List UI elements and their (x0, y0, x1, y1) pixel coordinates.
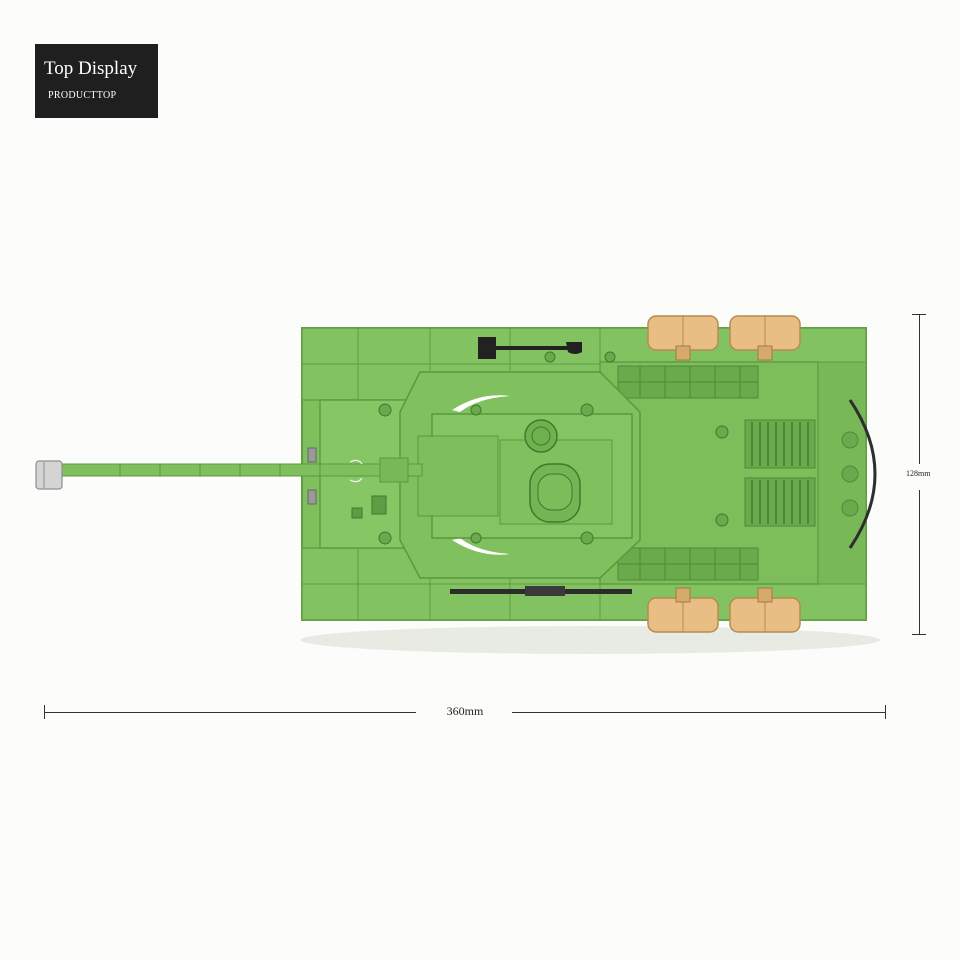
rear-vents (744, 419, 816, 527)
length-line-right (512, 712, 886, 713)
barrel-sleeve (379, 457, 409, 483)
hull-markings (349, 459, 363, 483)
front-lights (307, 447, 317, 505)
muzzle-brake (35, 460, 63, 490)
width-tick-bottom (912, 634, 926, 635)
length-line-left (44, 712, 416, 713)
badge-title: Top Display (44, 58, 138, 79)
grille-slats (618, 366, 758, 580)
crowbar-clamp (525, 586, 565, 596)
turret-highlight-top (452, 395, 510, 412)
fuel-drums-bottom (647, 587, 801, 633)
barrel-joints (119, 464, 321, 476)
fuel-drums-top (647, 315, 801, 361)
length-label: 360mm (446, 704, 484, 718)
tow-cable (848, 399, 877, 549)
width-line-bottom (919, 490, 920, 635)
front-hull-fittings (351, 495, 387, 519)
cupola-hatch-icon (531, 426, 551, 446)
gun-barrel (59, 463, 423, 477)
length-dimension: 360mm (44, 704, 886, 719)
rear-hooks (841, 431, 859, 517)
length-tick-right (885, 705, 886, 719)
width-label: 128mm (906, 469, 931, 478)
top-display-badge: Top Display PRODUCTTOP (35, 44, 158, 118)
badge-subtitle: PRODUCTTOP (48, 90, 117, 101)
commander-cupola (524, 419, 558, 453)
width-dimension: 128mm (906, 314, 930, 635)
tank-shadow (300, 626, 880, 654)
turret-highlight-bottom (452, 538, 510, 555)
width-line-top (919, 314, 920, 464)
hull-studs (378, 351, 729, 545)
shovel-icon (478, 337, 582, 359)
gun-mantlet (417, 435, 499, 517)
hatch-inner (537, 473, 573, 511)
